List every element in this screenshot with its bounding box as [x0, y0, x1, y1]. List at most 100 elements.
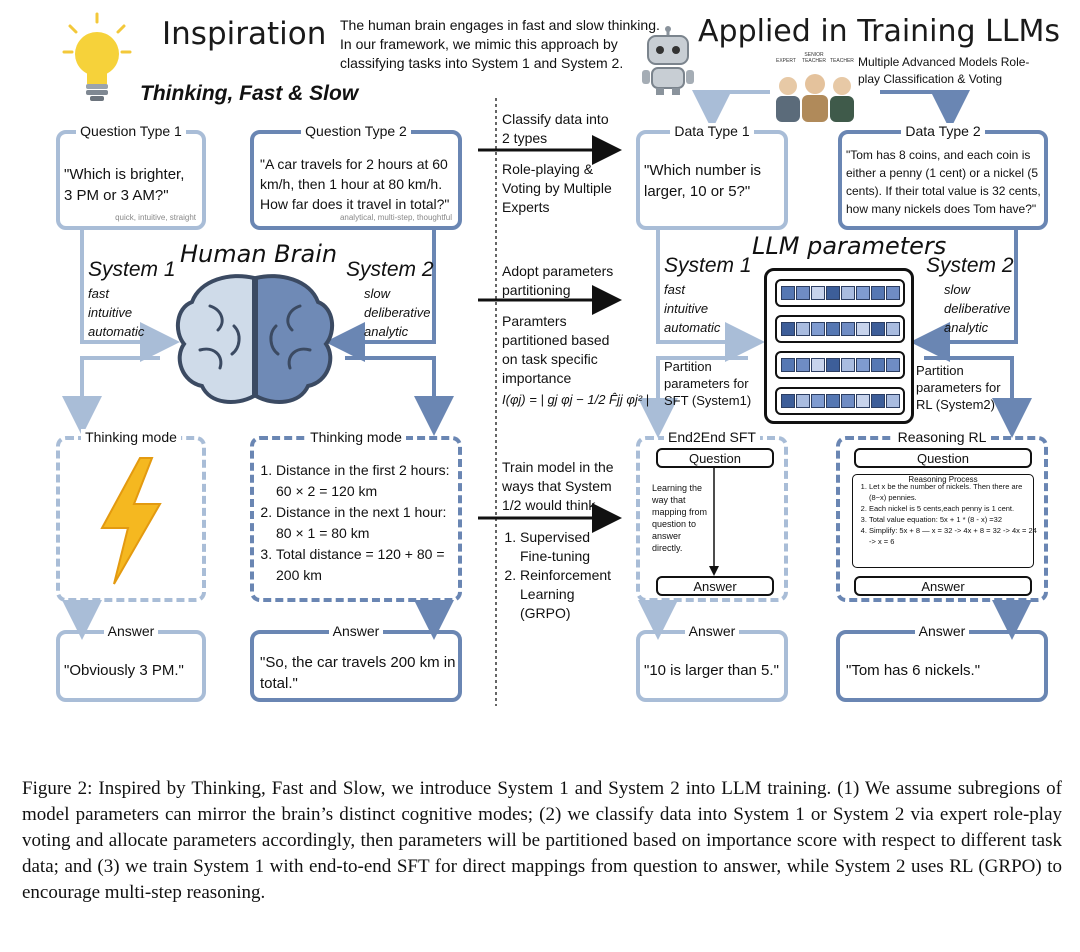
param-cell: [841, 394, 855, 408]
lightning-icon: [100, 457, 162, 585]
sft-answer: Answer: [656, 576, 774, 596]
sft-box: End2End SFT Question Learning the way th…: [636, 429, 788, 602]
param-cell: [796, 394, 810, 408]
param-cell: [871, 286, 885, 300]
param-cell: [781, 322, 795, 336]
question-type-1-text: "Which is brighter, 3 PM or 3 AM?": [64, 166, 185, 204]
answer-4-box: Answer "Tom has 6 nickels.": [836, 623, 1048, 702]
answer-2-title: Answer: [328, 623, 384, 639]
param-cell: [841, 286, 855, 300]
answer-3-box: Answer "10 is larger than 5.": [636, 623, 788, 702]
param-cell: [781, 394, 795, 408]
connector-layer: [62, 90, 1032, 706]
intro-note: The human brain engages in fast and slow…: [340, 17, 660, 71]
thinking-mode-1-title: Thinking mode: [81, 429, 181, 445]
data-type-1-box: Data Type 1 "Which number is larger, 10 …: [636, 123, 788, 230]
training-methods: Supervised Fine-tuningReinforcement Lear…: [502, 528, 622, 623]
param-cell: [886, 358, 900, 372]
param-cell: [886, 394, 900, 408]
importance-formula: I(φj) = | gj φj − 1/2 F̂jj φj² |: [502, 392, 650, 407]
answer-2-box: Answer "So, the car travels 200 km in to…: [250, 623, 462, 702]
param-cell: [811, 358, 825, 372]
param-cell: [856, 394, 870, 408]
param-cell: [856, 322, 870, 336]
question-type-2-tags: analytical, multi-step, thoughtful: [339, 213, 452, 222]
answer-3-text: "10 is larger than 5.": [644, 662, 779, 679]
sft-note: Learning the way that mapping from quest…: [652, 483, 708, 553]
lightbulb-icon: [62, 12, 132, 101]
label-expert: EXPERT: [776, 58, 796, 64]
thinking-mode-1-box: Thinking mode: [56, 429, 206, 602]
param-cell: [871, 358, 885, 372]
rl-question: Question: [854, 448, 1032, 468]
right-system-2-label: System 2: [926, 254, 1014, 277]
param-cell: [841, 322, 855, 336]
thinking-mode-2-steps: Distance in the first 2 hours: 60 × 2 = …: [258, 460, 458, 586]
rl-title: Reasoning RL: [893, 429, 991, 445]
step-importance: Paramters partitioned based on task spec…: [502, 313, 610, 386]
answer-3-title: Answer: [684, 623, 740, 639]
label-teacher: TEACHER: [830, 58, 854, 64]
data-type-1-text: "Which number is larger, 10 or 5?": [644, 162, 762, 200]
question-type-2-box: Question Type 2 "A car travels for 2 hou…: [250, 123, 462, 230]
rl-reasoning-process: Reasoning Process Let x be the number of…: [852, 474, 1037, 568]
figure-caption: Figure 2: Inspired by Thinking, Fast and…: [22, 778, 1062, 903]
rl-answer: Answer: [854, 576, 1032, 596]
rl-box: Reasoning RL Question Reasoning Process …: [836, 429, 1048, 602]
param-cell: [796, 286, 810, 300]
param-cell: [781, 358, 795, 372]
step-partitioning: Adopt parameters partitioning: [502, 263, 614, 298]
param-cell: [886, 322, 900, 336]
param-cell: [796, 322, 810, 336]
step-classify: Classify data into 2 types: [502, 111, 609, 146]
left-system-2-label: System 2: [346, 258, 434, 281]
right-system-1-label: System 1: [664, 254, 752, 277]
param-cell: [781, 286, 795, 300]
question-type-2-title: Question Type 2: [301, 123, 411, 139]
roleplay-note: Multiple Advanced Models Role-play Class…: [858, 55, 1030, 86]
llm-parameters-title: LLM parameters: [752, 232, 947, 260]
data-type-2-text: "Tom has 8 coins, and each coin is eithe…: [846, 148, 1041, 216]
param-cell: [811, 286, 825, 300]
thinking-mode-2-box: Thinking mode Distance in the first 2 ho…: [250, 429, 462, 602]
question-type-2-text: "A car travels for 2 hours at 60 km/h, t…: [260, 156, 450, 212]
sft-title: End2End SFT: [664, 429, 760, 445]
param-cell: [811, 394, 825, 408]
inspiration-title: Inspiration: [162, 16, 327, 52]
thinking-fast-slow-subtitle: Thinking, Fast & Slow: [140, 82, 359, 105]
data-type-1-title: Data Type 1: [670, 123, 754, 139]
partition-rl-note: Partition parameters for RL (System2): [916, 363, 1001, 412]
answer-1-box: Answer "Obviously 3 PM.": [56, 623, 206, 702]
human-brain-title: Human Brain: [180, 240, 338, 268]
param-cell: [826, 358, 840, 372]
answer-2-text: "So, the car travels 200 km in total.": [260, 654, 456, 692]
step-roleplay: Role-playing & Voting by Multiple Expert…: [502, 161, 612, 215]
data-type-2-title: Data Type 2: [901, 123, 985, 139]
answer-4-title: Answer: [914, 623, 970, 639]
llm-parameter-grid: [764, 268, 914, 424]
param-row: [775, 351, 905, 379]
param-cell: [856, 358, 870, 372]
rl-process-title: Reasoning Process: [906, 475, 980, 484]
param-cell: [796, 358, 810, 372]
left-system-1-label: System 1: [88, 258, 176, 281]
label-senior-teacher: SENIOR TEACHER: [802, 52, 826, 64]
partition-sft-note: Partition parameters for SFT (System1): [664, 359, 752, 408]
sft-question: Question: [656, 448, 774, 468]
applied-title: Applied in Training LLMs: [698, 14, 1061, 49]
question-type-1-box: Question Type 1 "Which is brighter, 3 PM…: [56, 123, 206, 230]
answer-4-text: "Tom has 6 nickels.": [846, 662, 981, 679]
question-type-1-title: Question Type 1: [76, 123, 186, 139]
brain-icon: [175, 274, 335, 404]
experts-illustration: [776, 74, 854, 122]
robot-icon: [642, 26, 694, 95]
thinking-mode-2-title: Thinking mode: [306, 429, 406, 445]
param-cell: [826, 394, 840, 408]
param-row: [775, 387, 905, 415]
question-type-1-tags: quick, intuitive, straight: [115, 213, 196, 222]
param-row: [775, 279, 905, 307]
param-cell: [871, 394, 885, 408]
